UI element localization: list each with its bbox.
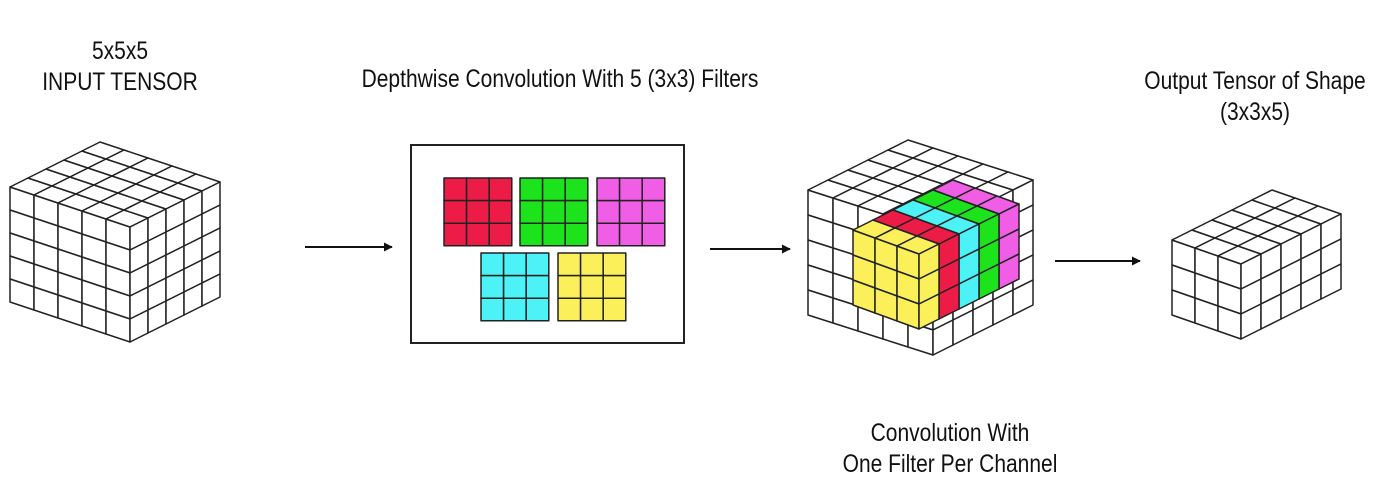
filter-grids [443,177,666,322]
filter-cell [602,274,627,299]
filter-cell [443,177,468,202]
filter-cell [641,177,666,202]
filter-cell [579,252,604,277]
filter-cell [465,222,490,247]
depthwise-convolution-title: Depthwise Convolution With 5 (3x3) Filte… [361,65,759,93]
filter-cell [525,297,550,322]
convolution-cube [807,139,1034,356]
output-tensor-title: Output Tensor of Shape [1144,67,1366,95]
filter-cell [480,297,505,322]
filter-cell [541,199,566,224]
filter-cell [557,252,582,277]
filter-cell [618,222,643,247]
filter-cell [465,177,490,202]
filter-cell [557,274,582,299]
output-tensor-caption: Output Tensor of Shape (3x3x5) [1142,66,1369,128]
filter-cell [525,274,550,299]
filter-cell [488,199,513,224]
filter-cell [618,199,643,224]
output-tensor-side-cell [1320,263,1342,300]
filter-cell [602,297,627,322]
filter-cell [480,252,505,277]
filter-cell [519,222,544,247]
filter-cell [480,274,505,299]
filter-cell [465,199,490,224]
filter-cell [541,177,566,202]
convolution-cube-side-cell [1012,279,1034,316]
filter-cell [602,252,627,277]
input-tensor-shape-label: 5x5x5 [91,37,149,65]
filter-cell [579,274,604,299]
filter-cell [502,274,527,299]
convolution-caption-line-2: One Filter Per Channel [842,450,1058,478]
filter-cell [641,199,666,224]
filter-cell [596,177,621,202]
output-tensor-cube [1171,189,1342,340]
filter-cell [564,199,589,224]
filter-cell [502,252,527,277]
filter-cell [564,177,589,202]
filter-cell [443,199,468,224]
filter-cell [596,222,621,247]
input-tensor-cube [9,141,221,343]
filter-cell [564,222,589,247]
convolution-caption: Convolution With One Filter Per Channel [824,418,1076,480]
filter-cell [519,199,544,224]
filter-cell [641,222,666,247]
filter-cell [596,199,621,224]
input-tensor-caption: 5x5x5 INPUT TENSOR [36,36,204,98]
filter-cell [541,222,566,247]
filter-cell [443,222,468,247]
filter-cell [488,222,513,247]
convolution-caption-line-1: Convolution With [870,419,1030,447]
input-tensor-title: INPUT TENSOR [42,68,198,96]
filter-cell [579,297,604,322]
filter-cell [525,252,550,277]
filter-cell [488,177,513,202]
filter-cell [519,177,544,202]
filter-cell [618,177,643,202]
input-tensor-side-cell [201,273,221,307]
filter-slab-side-cell [918,293,940,330]
filter-cell [502,297,527,322]
output-tensor-shape-label: (3x3x5) [1219,98,1291,126]
filter-cell [557,297,582,322]
